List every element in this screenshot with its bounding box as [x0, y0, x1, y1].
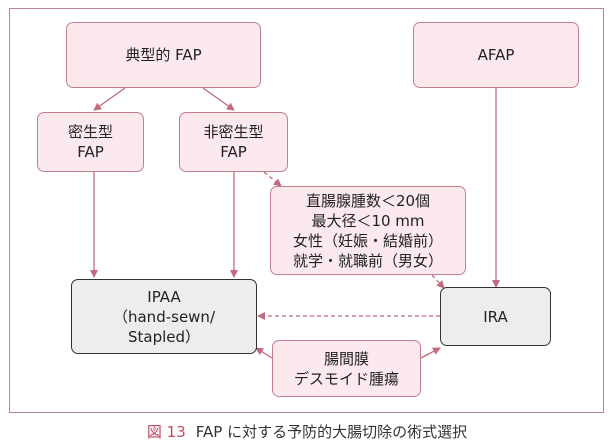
conditions-label: 直腸腺腫数＜20個 最大径＜10 mm 女性（妊娠・結婚前） 就学・就職前（男女…: [292, 191, 443, 270]
afap-box: AFAP: [413, 22, 579, 88]
desmoid-label: 腸間膜 デスモイド腫瘍: [293, 349, 399, 388]
ira-label: IRA: [483, 307, 508, 326]
figure-number: 図 13: [146, 423, 186, 441]
dense-fap-label: 密生型 FAP: [67, 123, 113, 161]
ipaa-label: IPAA （hand-sewn/ Stapled）: [112, 287, 215, 346]
ipaa-box: IPAA （hand-sewn/ Stapled）: [71, 279, 257, 354]
afap-label: AFAP: [477, 46, 515, 64]
ira-box: IRA: [440, 287, 551, 346]
typical-fap-label: 典型的 FAP: [125, 46, 202, 64]
figure-caption: 図 13 FAP に対する予防的大腸切除の術式選択: [0, 421, 614, 442]
conditions-box: 直腸腺腫数＜20個 最大径＜10 mm 女性（妊娠・結婚前） 就学・就職前（男女…: [270, 186, 466, 275]
figure-frame: [9, 8, 604, 413]
nondense-fap-label: 非密生型 FAP: [203, 123, 264, 161]
typical-fap-box: 典型的 FAP: [66, 22, 261, 88]
figure-title: FAP に対する予防的大腸切除の術式選択: [195, 423, 468, 441]
nondense-fap-box: 非密生型 FAP: [179, 112, 288, 172]
desmoid-box: 腸間膜 デスモイド腫瘍: [272, 340, 421, 397]
dense-fap-box: 密生型 FAP: [37, 112, 144, 172]
